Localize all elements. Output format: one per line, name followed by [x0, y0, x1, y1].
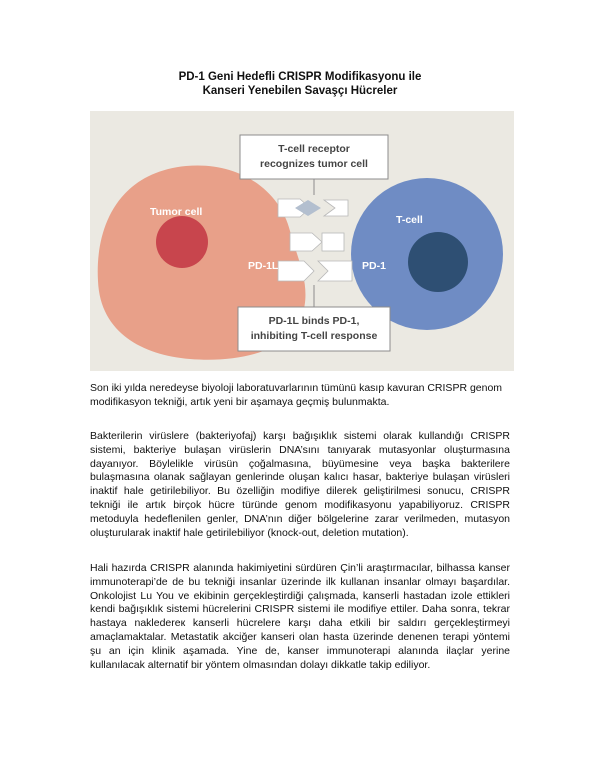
paragraph-clinical-trial: Hali hazırda CRISPR alanında hakimiyetin…: [90, 562, 510, 671]
pd1-label: PD-1: [362, 260, 386, 272]
t-cell-label: T-cell: [396, 214, 423, 226]
top-callout: T-cell receptor recognizes tumor cell: [239, 134, 389, 195]
tumor-cell-label: Tumor cell: [150, 206, 202, 218]
paragraph-intro: Son iki yılda neredeyse biyoloji laborat…: [90, 382, 503, 408]
top-callout-line-2: recognizes tumor cell: [260, 158, 368, 170]
tumor-nucleus: [156, 216, 208, 268]
paragraph-crispr-mechanism: Bakterilerin virüslere (bakteriyofaj) ka…: [90, 430, 510, 539]
pd1-pd1l-binding: [277, 232, 353, 282]
t-cell-nucleus: [408, 232, 468, 292]
top-callout-line-1: T-cell receptor: [278, 143, 350, 155]
t-cell-receptor-complex: [277, 198, 349, 218]
document-title-line-1: PD-1 Geni Hedefli CRISPR Modifikasyonu i…: [178, 71, 422, 83]
bottom-callout: PD-1L binds PD-1, inhibiting T-cell resp…: [237, 285, 391, 352]
document-title-line-2: Kanseri Yenebilen Savaşçı Hücreler: [202, 85, 398, 97]
pd1l-label: PD-1L: [248, 260, 279, 272]
t-cell: [351, 178, 503, 330]
bottom-callout-line-2: inhibiting T-cell response: [251, 330, 378, 342]
bottom-callout-line-1: PD-1L binds PD-1,: [269, 315, 360, 327]
crispr-pd1-figure: T-cell receptor recognizes tumor cell PD…: [90, 111, 514, 371]
